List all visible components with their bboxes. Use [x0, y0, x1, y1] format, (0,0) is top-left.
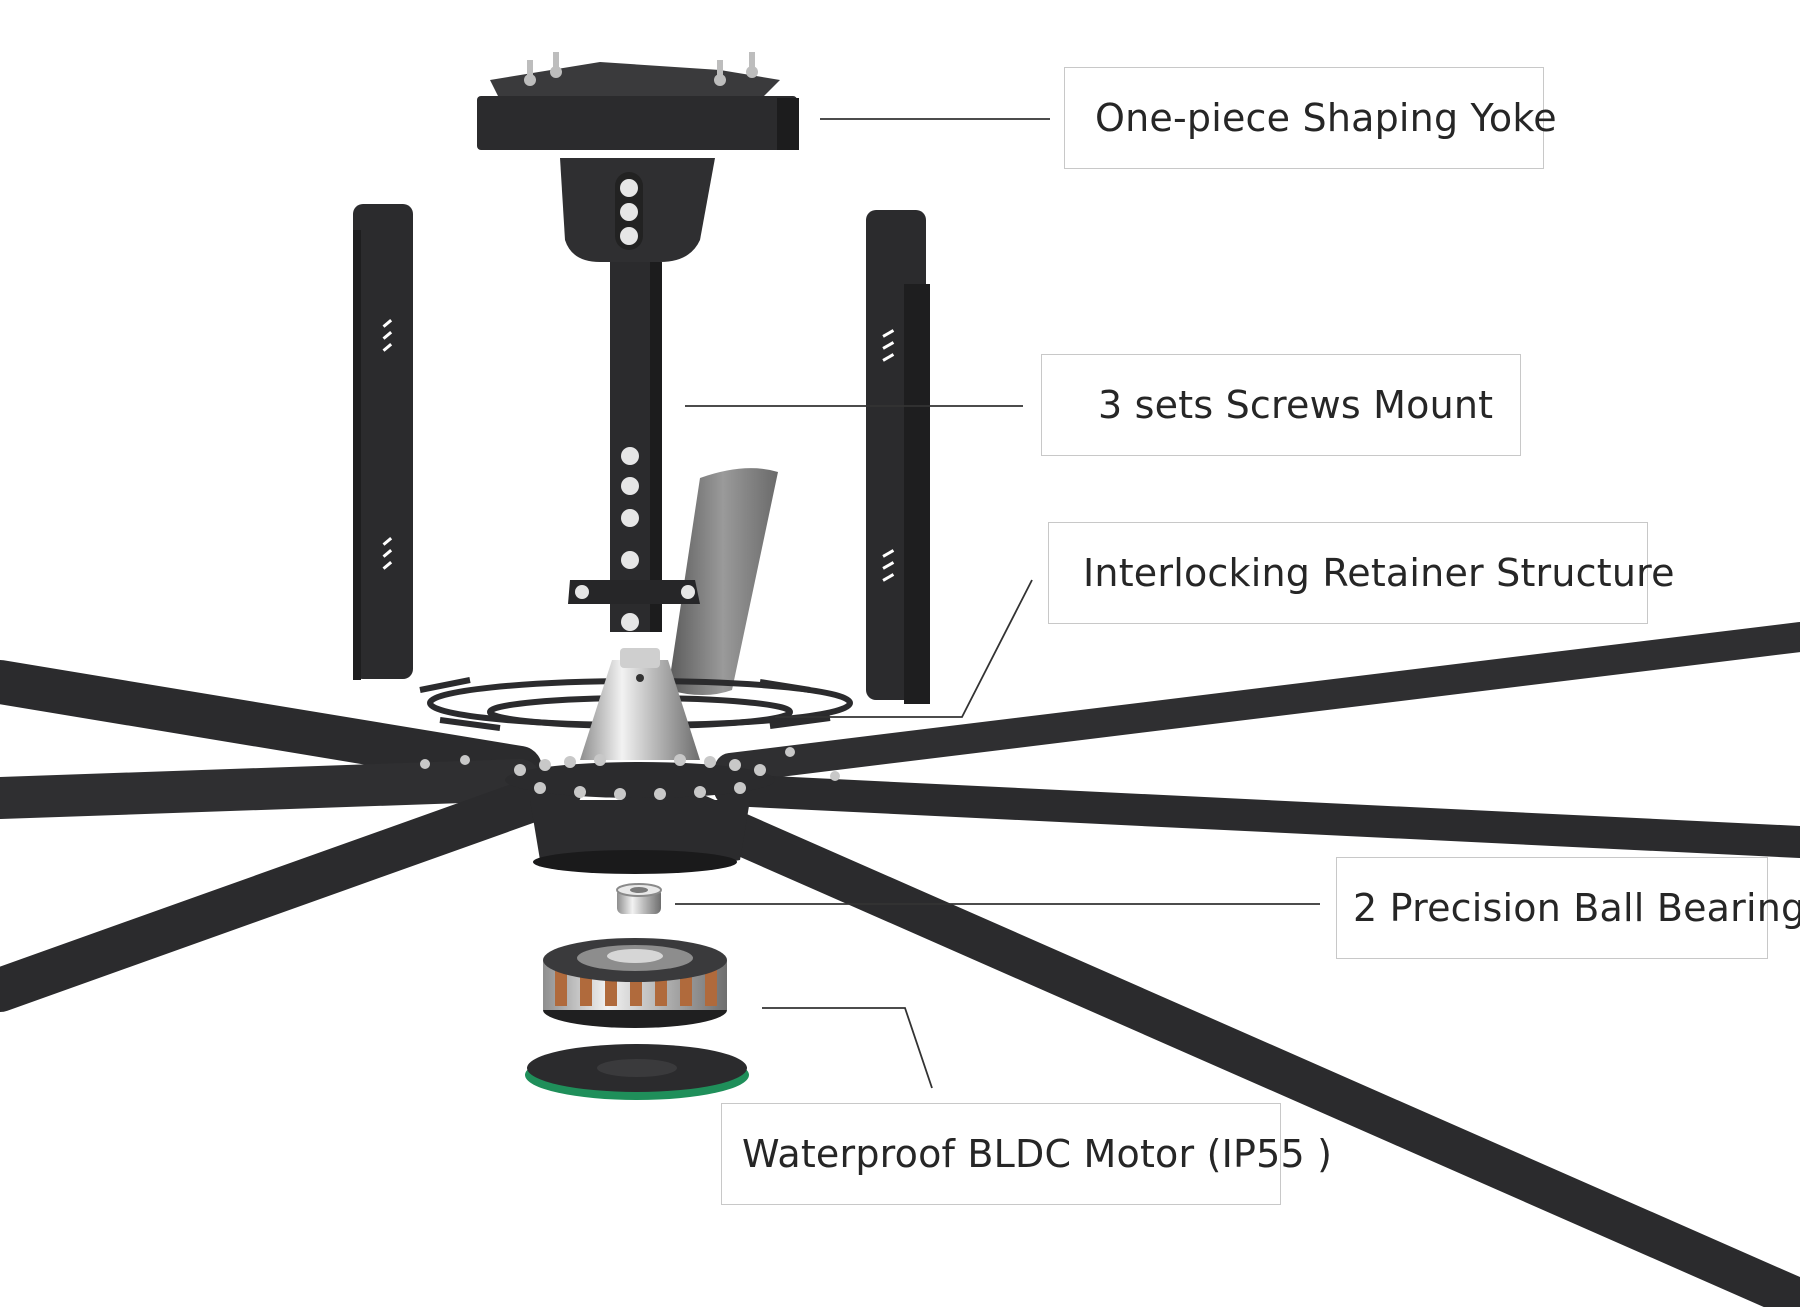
retainer-panel-left [353, 204, 413, 680]
bottom-seal-cover [525, 1044, 749, 1100]
shaping-yoke [477, 52, 799, 262]
label-retainer-structure: Interlocking Retainer Structure [1048, 522, 1675, 624]
leader-line-motor [762, 1007, 933, 1089]
rear-blade [668, 468, 778, 695]
label-shaping-yoke: One-piece Shaping Yoke [1064, 67, 1557, 169]
label-ball-bearing-text: 2 Precision Ball Bearing [1353, 886, 1800, 930]
motor-housing [530, 800, 750, 874]
blade-left-lower [0, 768, 582, 1012]
hub-flange [420, 747, 840, 800]
blade-right-middle [714, 774, 1800, 858]
label-bldc-motor-text: Waterproof BLDC Motor (IP55 ) [742, 1132, 1333, 1176]
precision-ball-bearing [616, 883, 662, 914]
fan-blades [0, 622, 1800, 1307]
motor-hub [580, 648, 700, 760]
leader-line-retainer [775, 579, 1033, 718]
blade-right-upper [715, 622, 1800, 783]
label-bldc-motor: Waterproof BLDC Motor (IP55 ) [721, 1103, 1332, 1205]
label-ball-bearing: 2 Precision Ball Bearing [1336, 857, 1800, 959]
blade-right-lower [619, 769, 1800, 1307]
label-screws-mount-text: 3 sets Screws Mount [1098, 383, 1494, 427]
label-retainer-structure-text: Interlocking Retainer Structure [1083, 551, 1675, 595]
label-shaping-yoke-text: One-piece Shaping Yoke [1095, 96, 1557, 140]
leader-lines [675, 118, 1320, 1089]
label-screws-mount: 3 sets Screws Mount [1041, 354, 1521, 456]
blade-left-upper [0, 660, 542, 790]
retainer-panel-right [866, 210, 930, 704]
bldc-stator [543, 938, 727, 1028]
down-rod [568, 262, 700, 632]
blade-left-middle [0, 759, 541, 819]
